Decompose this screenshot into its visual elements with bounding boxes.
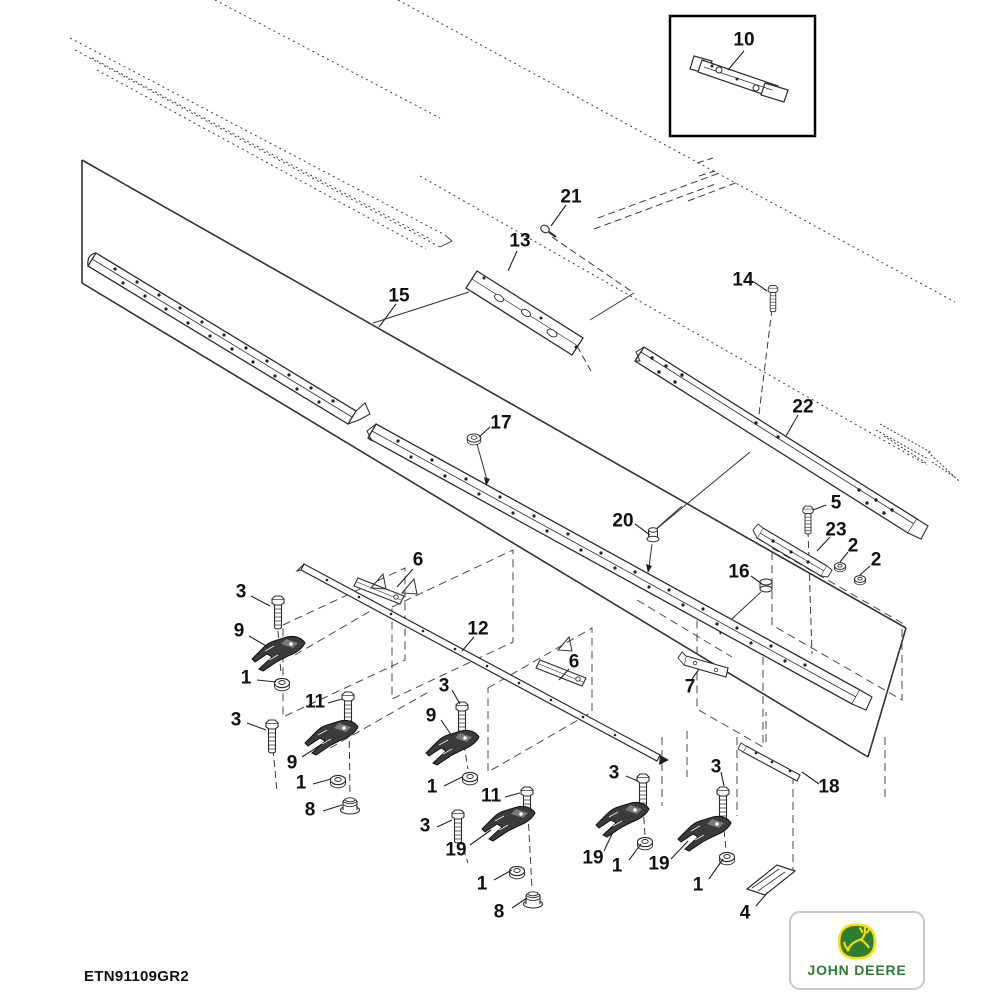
knife-section-4: [746, 864, 796, 896]
bolt-14: [767, 284, 779, 313]
bolt-3d: [451, 809, 465, 844]
bolt-5: [802, 505, 814, 535]
spring-detail: [875, 423, 961, 483]
guard-19b: [595, 801, 650, 838]
leader-lines: [246, 50, 871, 909]
leaping-deer-icon: [843, 926, 871, 952]
part-18-strip: [737, 742, 801, 782]
locknut-8a: [339, 797, 361, 815]
cutterbar-rail-upper: [87, 252, 371, 425]
nut-1a: [273, 677, 291, 692]
bolt-3a: [271, 595, 285, 630]
guard-19a: [481, 805, 536, 842]
phantom-structure: [69, 0, 961, 483]
bolt-3e: [636, 773, 650, 808]
john-deere-emblem: [837, 923, 877, 960]
part-15-frame-panel: [81, 159, 907, 758]
part-23-plate: [752, 523, 833, 578]
locknut-8b: [522, 891, 544, 909]
john-deere-wordmark: JOHN DEERE: [807, 962, 907, 978]
drawing-code: ETN91109GR2: [84, 968, 190, 985]
nut-1f: [718, 851, 736, 866]
john-deere-logo: JOHN DEERE: [789, 911, 925, 990]
bolt-3f: [716, 786, 730, 821]
cutterbar-rail-lower: [366, 423, 873, 711]
part-22-bar: [634, 346, 929, 540]
part-12-knife-back: [295, 563, 669, 765]
nut-1c: [461, 771, 479, 786]
part-13-wear-plate: [465, 270, 584, 356]
guard-9c: [425, 729, 480, 766]
guard-19c: [677, 815, 732, 852]
nut-2a: [834, 562, 846, 573]
part-7-clip: [677, 651, 729, 678]
part-6-clip-a: [353, 577, 405, 605]
part-6-clip-b: [535, 659, 587, 687]
inset-box: [668, 14, 817, 138]
knife-guards: [251, 635, 796, 896]
flag-markers: [369, 572, 573, 652]
plug-16: [759, 578, 773, 593]
bolt-21: [540, 224, 557, 238]
nut-1d: [508, 865, 526, 880]
projection-windows: [282, 547, 903, 872]
nut-2b: [854, 575, 866, 586]
nut-1b: [329, 774, 347, 789]
nut-1e: [636, 836, 654, 851]
bolt-3b: [265, 719, 279, 754]
nut-17: [466, 433, 482, 446]
part-10-bracket: [689, 55, 789, 103]
